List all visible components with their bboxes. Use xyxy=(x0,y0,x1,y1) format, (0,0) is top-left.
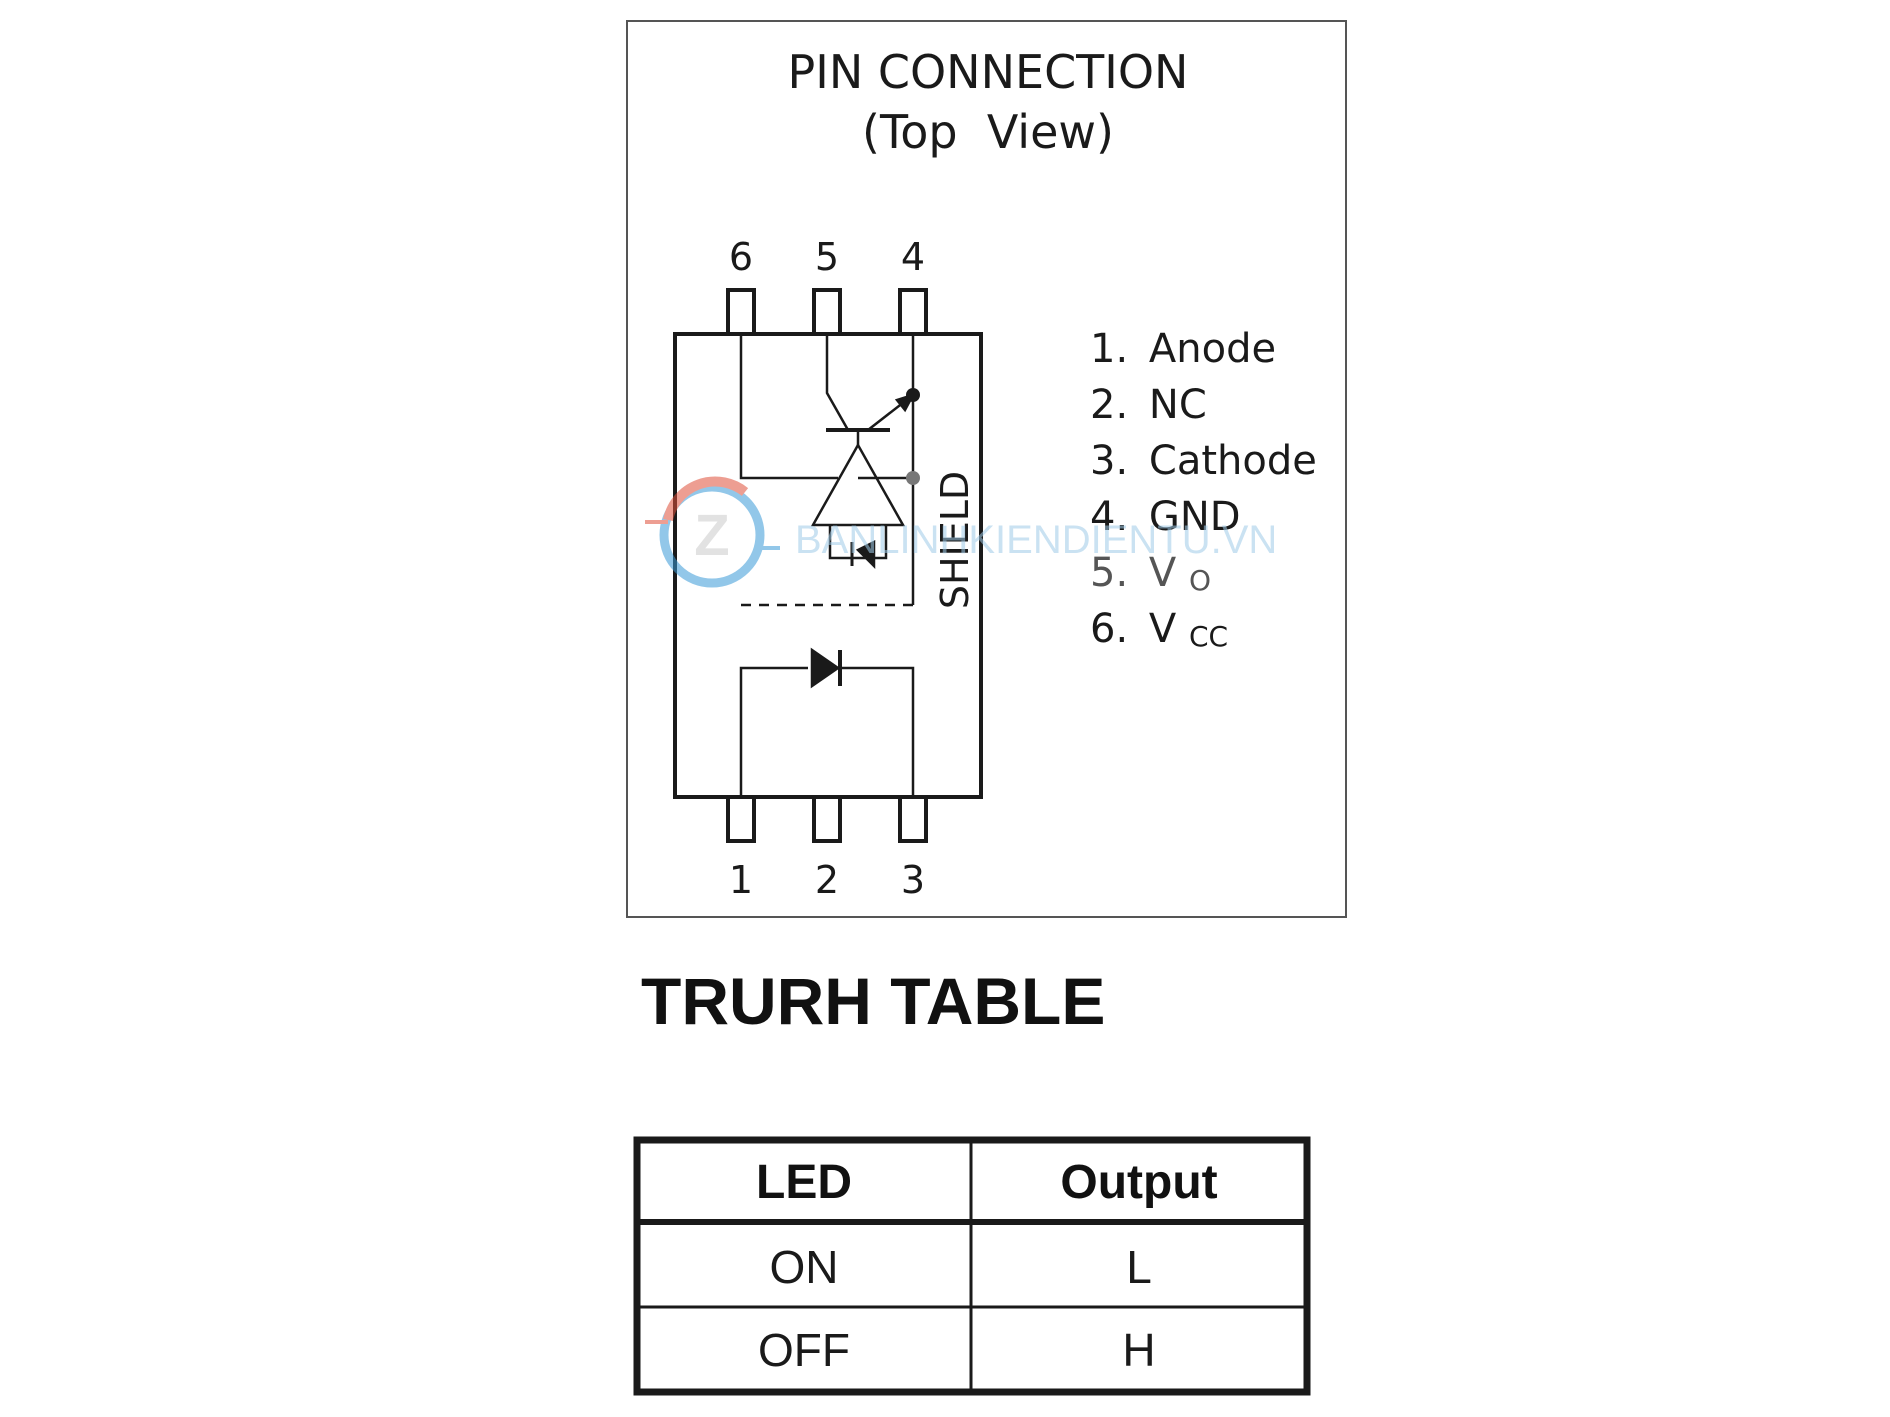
watermark: Z BANLINHKIENDIENTU.VN xyxy=(645,476,1277,588)
pin-connection-subtitle: (Top View) xyxy=(862,105,1114,159)
photodiode xyxy=(855,539,876,570)
watermark-text: BANLINHKIENDIENTU.VN xyxy=(795,518,1277,562)
pin-number-1: 1 xyxy=(729,858,753,902)
pin-list-item-1: 1. Anode xyxy=(1090,326,1276,372)
pin-list-name: NC xyxy=(1149,382,1207,428)
truth-table-cell: L xyxy=(1126,1241,1152,1293)
pin-list-num: 1. xyxy=(1090,326,1128,372)
pin-list-item-4: 4. GND xyxy=(1090,494,1241,540)
watermark-logo-arc xyxy=(663,476,749,522)
pin-list-item-5: 5. V O xyxy=(1090,550,1211,597)
amplifier-triangle xyxy=(810,442,906,527)
truth-table-header-led: LED xyxy=(756,1156,852,1209)
junction-dot-gnd-lower xyxy=(906,471,920,485)
truth-table-header-output: Output xyxy=(1060,1156,1217,1209)
pin-connection-title: PIN CONNECTION xyxy=(788,45,1189,99)
junction-dot-gnd-upper xyxy=(906,388,920,402)
pin-list-subscript: O xyxy=(1189,564,1211,597)
watermark-logo-ring xyxy=(659,482,765,588)
truth-table-cell: ON xyxy=(770,1241,839,1293)
pin-stub-6 xyxy=(726,288,756,336)
internal-schematic xyxy=(739,334,916,797)
pin-number-3: 3 xyxy=(901,858,925,902)
photodiode-wire xyxy=(828,525,888,560)
pin-stub-3 xyxy=(898,795,928,843)
pin-list-name: V xyxy=(1149,606,1177,652)
pin-list-name: V xyxy=(1149,550,1177,596)
led-diode xyxy=(810,647,841,689)
pin-number-2: 2 xyxy=(815,858,839,902)
pin-number-5: 5 xyxy=(815,235,839,279)
watermark-logo-letter: Z xyxy=(694,503,729,568)
pin-stub-2 xyxy=(812,795,842,843)
pin-list-num: 2. xyxy=(1090,382,1128,428)
pin-list-num: 5. xyxy=(1090,550,1128,596)
pin-list-num: 4. xyxy=(1090,494,1128,540)
pin-list-subscript: CC xyxy=(1189,620,1228,653)
truth-table-heading: TRURH TABLE xyxy=(641,964,1105,1038)
pin-list-name: Anode xyxy=(1149,326,1276,372)
pin-list-item-2: 2. NC xyxy=(1090,382,1207,428)
pin-stub-5 xyxy=(812,288,842,336)
pin-stub-4 xyxy=(898,288,928,336)
pin-list-name: GND xyxy=(1149,494,1241,540)
pin-number-6: 6 xyxy=(729,235,753,279)
pin-connection-frame xyxy=(626,20,1347,918)
pin-list-name: Cathode xyxy=(1149,438,1317,484)
shield-label: SHIELD xyxy=(933,471,977,609)
truth-table: LED Output ON L OFF H xyxy=(633,1136,1311,1396)
pin-list-item-3: 3. Cathode xyxy=(1090,438,1317,484)
pin-stub-1 xyxy=(726,795,756,843)
vcc-wire xyxy=(739,334,838,480)
truth-table-cell: H xyxy=(1122,1324,1155,1376)
pin-list-num: 3. xyxy=(1090,438,1128,484)
pin-list-num: 6. xyxy=(1090,606,1128,652)
led-cathode-wire xyxy=(840,666,915,797)
vo-collector-wire xyxy=(825,334,850,431)
pin-list-item-6: 6. V CC xyxy=(1090,606,1228,653)
truth-table-cell: OFF xyxy=(758,1324,850,1376)
led-anode-wire xyxy=(739,666,808,797)
pin-list: 1. Anode 2. NC 3. Cathode 4. GND 5. V O … xyxy=(1090,326,1317,653)
pin-number-4: 4 xyxy=(901,235,925,279)
